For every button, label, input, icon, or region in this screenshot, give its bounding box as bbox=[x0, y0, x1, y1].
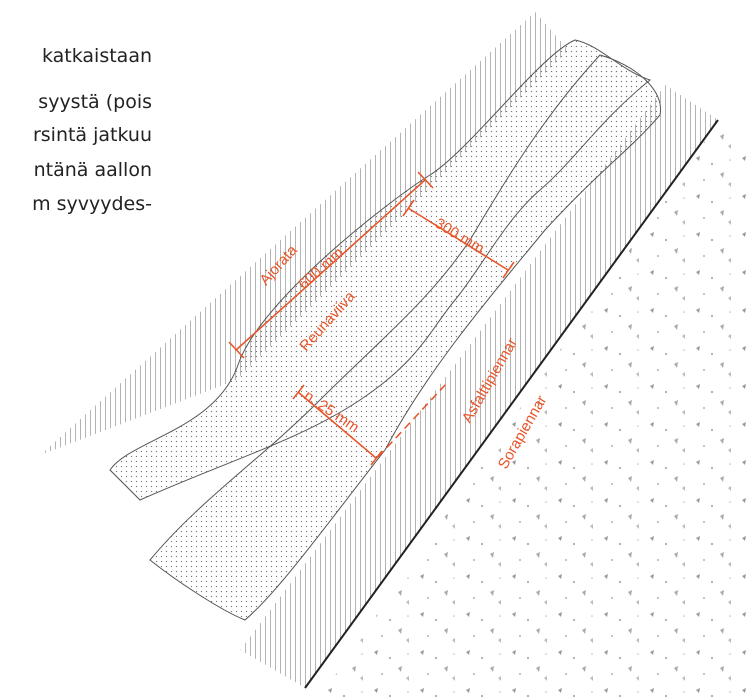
paragraph-line: syystä (pois bbox=[38, 91, 152, 113]
pavement-surface bbox=[149, 54, 662, 621]
paragraph-line: rsintä jatkuu bbox=[33, 124, 152, 146]
paragraph-line: m syvyydes- bbox=[32, 193, 152, 215]
paragraph-line: katkaistaan bbox=[42, 45, 152, 67]
asphalt-shoulder-hatch bbox=[240, 85, 718, 688]
carriageway-hatch bbox=[40, 12, 568, 455]
paragraph-line: ntänä aallon bbox=[34, 159, 152, 181]
shoulder-edge-line bbox=[304, 119, 719, 689]
gravel-shoulder bbox=[318, 122, 748, 700]
